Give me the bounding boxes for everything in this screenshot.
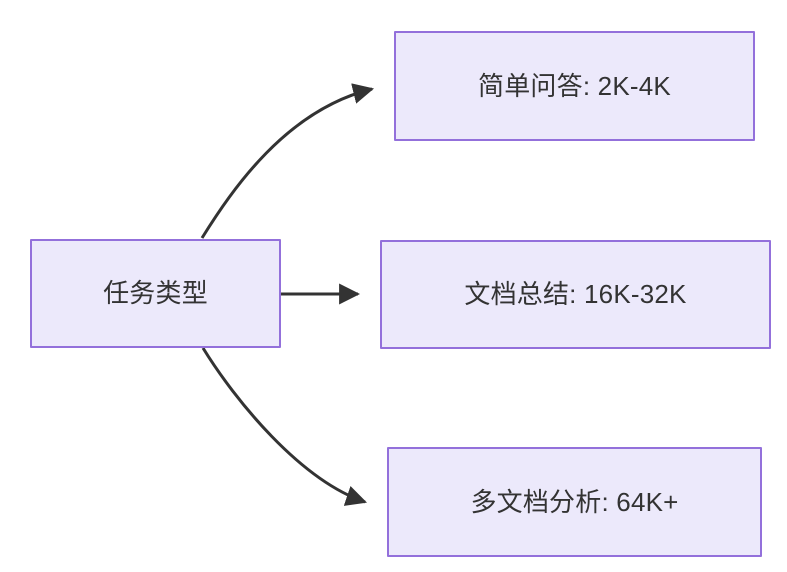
node-document-summary-label: 文档总结: 16K-32K [464, 279, 687, 310]
node-multi-document-analysis[interactable]: 多文档分析: 64K+ [387, 447, 762, 557]
node-simple-qa-label: 简单问答: 2K-4K [478, 70, 671, 101]
edge-source-to-simple [200, 83, 375, 239]
node-task-type[interactable]: 任务类型 [30, 239, 281, 348]
node-simple-qa[interactable]: 简单问答: 2K-4K [394, 31, 755, 141]
node-multi-document-analysis-label: 多文档分析: 64K+ [470, 486, 679, 517]
node-task-type-label: 任务类型 [103, 278, 208, 309]
edge-source-to-multidoc [201, 347, 367, 506]
node-document-summary[interactable]: 文档总结: 16K-32K [380, 240, 771, 349]
